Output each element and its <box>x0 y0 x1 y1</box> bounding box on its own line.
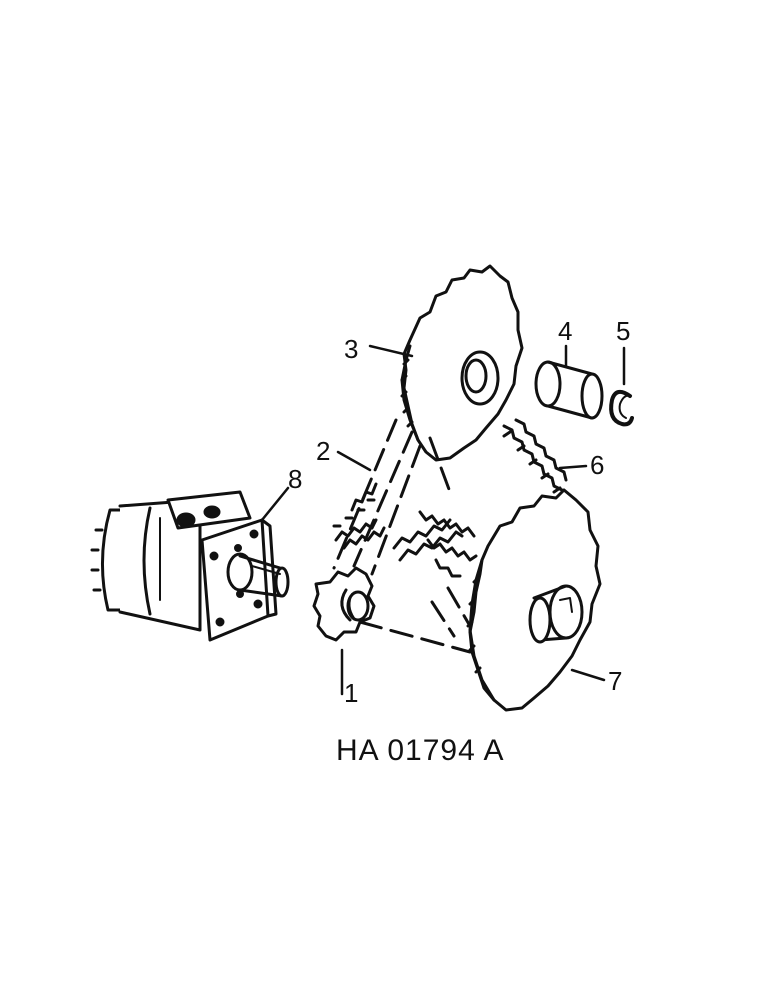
small-drive-sprocket-icon <box>312 566 376 642</box>
callout-3: 3 <box>344 334 358 364</box>
callout-4: 4 <box>558 316 572 346</box>
large-driven-sprocket-icon <box>400 264 524 462</box>
chain-path-lines <box>332 418 472 654</box>
callout-5: 5 <box>616 316 630 346</box>
callout-1: 1 <box>344 678 358 708</box>
callout-6: 6 <box>590 450 604 480</box>
hydraulic-motor-icon <box>90 490 290 642</box>
figure-reference: HA 01794 A <box>336 734 504 767</box>
callout-2: 2 <box>316 436 330 466</box>
snap-ring-icon <box>609 389 634 427</box>
roller-chain-icon <box>502 418 568 494</box>
chain-segment-icon <box>392 510 478 578</box>
callout-8: 8 <box>288 464 302 494</box>
bushing-icon <box>534 360 604 420</box>
leader-lines <box>260 344 626 696</box>
callout-7: 7 <box>608 666 622 696</box>
drive-chain-icon <box>332 482 386 550</box>
large-sprocket-with-hub-icon <box>466 488 602 712</box>
